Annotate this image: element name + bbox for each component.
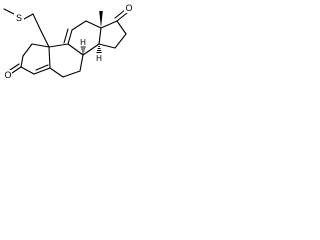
bond-c13-c14 xyxy=(98,27,102,45)
bond-c9-c10 xyxy=(48,43,69,48)
bond-ch2-ch2 xyxy=(32,13,42,32)
ring-a xyxy=(20,43,51,75)
bond-c9-c11 xyxy=(67,29,73,45)
bond-c3-o xyxy=(11,66,22,74)
bond-c7-c8 xyxy=(79,54,84,72)
steroid-structure-diagram: S O O H H xyxy=(3,3,133,80)
bond-c5-c10 xyxy=(48,46,51,69)
bond-c1-c2 xyxy=(22,43,33,57)
bond-c10-c1 xyxy=(31,43,50,48)
c8-hydrogen-hash-wedge xyxy=(80,46,86,54)
c14-hydrogen-hash-wedge xyxy=(96,46,102,53)
bond-c11-c12 xyxy=(71,20,87,31)
methylthioethyl-side-chain xyxy=(3,8,50,48)
c14-hydrogen-label: H xyxy=(96,54,102,63)
ring-d xyxy=(98,20,127,49)
ring-c xyxy=(63,20,102,56)
bond-c17-o-double xyxy=(114,9,126,19)
bond-ch3-s xyxy=(3,8,15,15)
ketone-oxygen-d-ring-label: O xyxy=(125,3,132,13)
ketone-oxygen-a-ring-label: O xyxy=(4,70,11,80)
ketone-a-ring xyxy=(9,63,22,74)
bond-c5-c6 xyxy=(49,67,64,78)
ring-b xyxy=(48,43,84,78)
bond-c3-c4 xyxy=(20,66,35,75)
bond-c2-c3 xyxy=(20,55,24,68)
bond-c6-c7 xyxy=(62,70,81,78)
sulfur-atom-label: S xyxy=(16,13,22,23)
bond-c12-c13 xyxy=(85,20,102,29)
bond-s-ch2 xyxy=(23,13,34,20)
bond-ch2-c10 xyxy=(40,30,50,48)
bond-c9-c11-double xyxy=(63,28,69,44)
c13-methyl-wedge xyxy=(99,11,103,28)
bond-c4-c5 xyxy=(33,67,51,75)
ketone-d-ring xyxy=(114,9,128,22)
bond-c13-c17 xyxy=(100,20,118,29)
bond-c15-c14 xyxy=(98,43,116,49)
bond-c14-c8 xyxy=(82,43,100,56)
c8-hydrogen-label: H xyxy=(80,38,86,47)
bond-c17-c16 xyxy=(116,20,127,35)
bond-c8-c9 xyxy=(67,43,84,56)
bond-c3-o-double xyxy=(9,63,20,71)
bond-c4-c5-double xyxy=(35,64,49,71)
bond-c16-c15 xyxy=(114,33,127,49)
bond-c17-o xyxy=(116,12,128,22)
